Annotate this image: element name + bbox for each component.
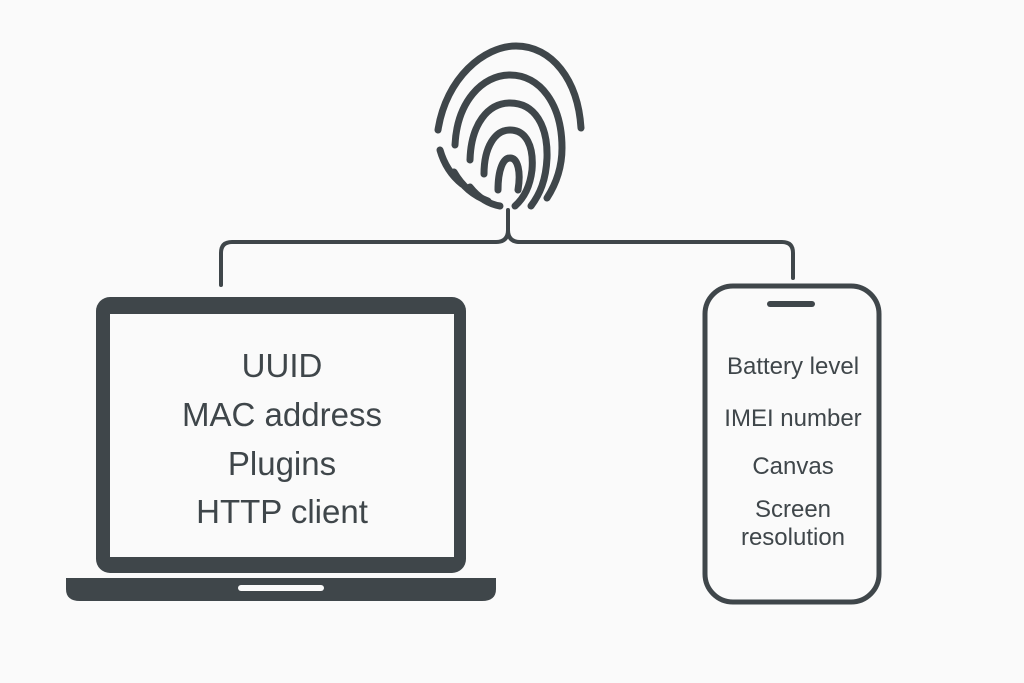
phone-item-resolution: resolution <box>740 524 846 551</box>
laptop-item-plugins: Plugins <box>227 445 337 482</box>
laptop-icon <box>66 297 496 601</box>
laptop-item-uuid: UUID <box>241 347 323 384</box>
phone-item-screen: Screen <box>754 496 832 523</box>
connector-lines <box>219 208 795 287</box>
phone-item-imei-number: IMEI number <box>724 405 862 432</box>
laptop-trackpad-notch <box>238 585 324 591</box>
phone-item-canvas: Canvas <box>752 453 834 480</box>
smartphone-icon <box>702 283 882 605</box>
laptop-item-http-client: HTTP client <box>196 493 368 530</box>
phone-frame <box>702 283 882 605</box>
laptop-screen <box>110 314 454 557</box>
phone-item-battery-level: Battery level <box>726 353 860 380</box>
connector-to-laptop <box>219 228 510 287</box>
connector-to-phone <box>506 228 795 280</box>
fingerprint-icon <box>434 42 585 210</box>
laptop-item-mac-address: MAC address <box>182 396 382 433</box>
